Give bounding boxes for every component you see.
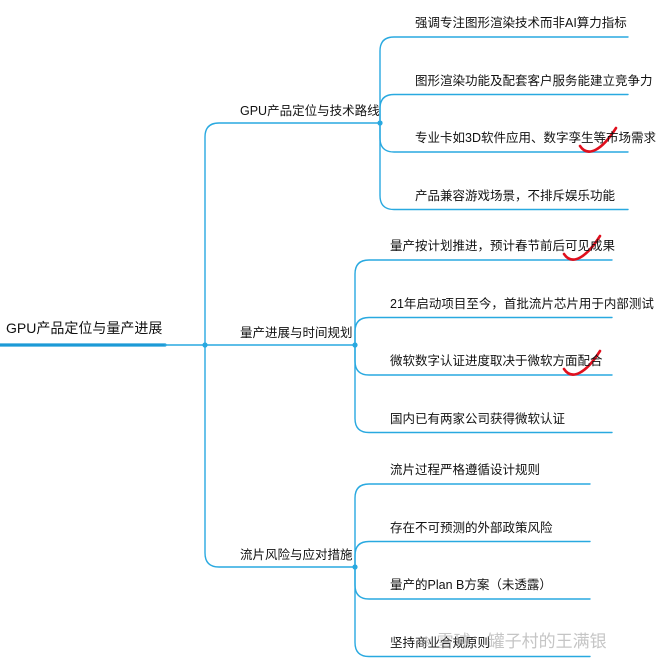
branch-1-item-3-line	[354, 344, 613, 434]
root-node: GPU产品定位与量产进展	[6, 320, 163, 336]
branch-1-item-1-label: 21年启动项目至今，首批流片芯片用于内部测试	[390, 296, 654, 311]
branch-0-label: GPU产品定位与技术路线	[240, 104, 380, 118]
branch-1-item-0-line	[354, 259, 613, 346]
branch-1-item-0-label: 量产按计划推进，预计春节前后可见成果	[390, 239, 616, 253]
branch-2-label: 流片风险与应对措施	[240, 548, 353, 562]
branch-2-item-0-line	[354, 483, 591, 568]
branch-0-line	[204, 122, 381, 346]
branch-2-item-3-label: 坚持商业合规原则	[390, 635, 491, 650]
branch-1-item-2-label: 微软数字认证进度取决于微软方面配合	[390, 354, 603, 368]
branch-1-item-3-label: 国内已有两家公司获得微软认证	[390, 411, 566, 426]
branch-2-item-1-label: 存在不可预测的外部政策风险	[390, 520, 553, 535]
branch-0-item-1-label: 图形渲染功能及配套客户服务能建立竞争力	[415, 73, 653, 88]
branch-2-item-0-label: 流片过程严格遵循设计规则	[390, 463, 541, 477]
branch-1-item-1-line	[354, 316, 613, 346]
branch-2-item-2-label: 量产的Plan B方案（未透露）	[390, 578, 552, 592]
watermark-text: 雪球：罐子村的王满银	[436, 632, 607, 651]
watermark: ❄雪球：罐子村的王满银	[420, 632, 607, 653]
branch-1-item-0-checkmark	[562, 234, 602, 261]
snowball-logo-icon: ❄	[420, 634, 433, 651]
branch-0-item-1-line	[379, 93, 629, 124]
branch-1-label: 量产进展与时间规划	[240, 326, 353, 340]
branch-0-item-2-label: 专业卡如3D软件应用、数字孪生等市场需求	[415, 131, 656, 145]
branch-1-item-2-checkmark	[562, 349, 602, 376]
branch-0-item-3-line	[379, 122, 629, 211]
branch-0-item-2-checkmark	[578, 126, 618, 153]
branch-2-line	[204, 344, 356, 568]
branch-0-item-3-label: 产品兼容游戏场景，不排斥娱乐功能	[415, 188, 616, 203]
branch-0-item-0-line	[379, 36, 629, 124]
branch-0-item-0-label: 强调专注图形渲染技术而非AI算力指标	[415, 16, 627, 30]
branch-2-item-1-line	[354, 540, 591, 568]
branch-2-item-3-line	[354, 566, 591, 658]
